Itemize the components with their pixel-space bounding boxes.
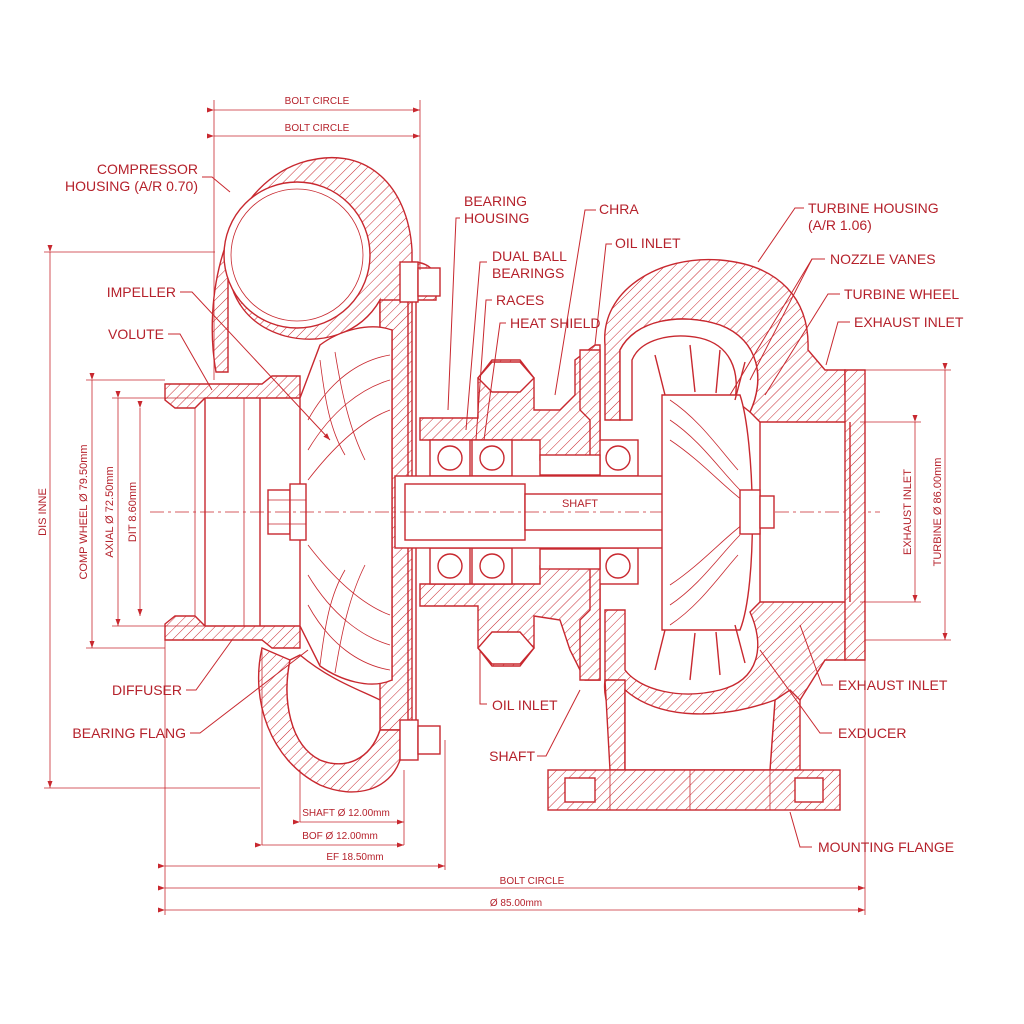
label-races: RACES — [496, 292, 544, 308]
leader-lines — [168, 176, 850, 848]
dim-exhaust-inlet-vertical: EXHAUST INLET — [902, 469, 914, 555]
dim-axial: AXIAL Ø 72.50mm — [104, 466, 116, 557]
dimension-lines — [44, 100, 951, 915]
label-heat-shield: HEAT SHIELD — [510, 315, 601, 331]
dim-overall: Ø 85.00mm — [490, 898, 542, 909]
label-mounting-flange: MOUNTING FLANGE — [818, 839, 954, 855]
label-bearing-housing-1: BEARING — [464, 193, 527, 209]
dim-comp-wheel: COMP WHEEL Ø 79.50mm — [78, 444, 90, 579]
label-bearing-housing-2: HOUSING — [464, 210, 529, 226]
turbine-wheel — [654, 344, 775, 681]
label-nozzle-vanes: NOZZLE VANES — [830, 251, 936, 267]
dim-bof: BOF Ø 12.00mm — [302, 831, 378, 842]
compressor-housing — [164, 157, 437, 793]
compressor-impeller — [267, 326, 393, 685]
label-volute: VOLUTE — [108, 326, 164, 342]
label-dual-ball-bearings-2: BEARINGS — [492, 265, 564, 281]
dim-dit: DIT 8.60mm — [127, 482, 139, 542]
dimension-labels: BOLT CIRCLE BOLT CIRCLE DIS INNE COMP WH… — [37, 96, 944, 909]
label-shaft-bottom: SHAFT — [489, 748, 535, 764]
dim-dis-inne: DIS INNE — [37, 488, 49, 536]
label-compressor-housing-1: COMPRESSOR — [97, 161, 198, 177]
label-shaft-center: SHAFT — [562, 498, 598, 510]
label-chra: CHRA — [599, 201, 639, 217]
label-dual-ball-bearings-1: DUAL BALL — [492, 248, 567, 264]
label-oil-inlet-top: OIL INLET — [615, 235, 681, 251]
label-diffuser: DIFFUSER — [112, 682, 182, 698]
label-exhaust-inlet-bottom: EXHAUST INLET — [838, 677, 948, 693]
label-exhaust-inlet-top: EXHAUST INLET — [854, 314, 964, 330]
compressor-flange-bolts — [399, 261, 441, 761]
shaft — [150, 454, 880, 570]
dim-bolt-circle-top1: BOLT CIRCLE — [285, 96, 350, 107]
label-compressor-housing-2: HOUSING (A/R 0.70) — [65, 178, 198, 194]
dim-bolt-circle-top2: BOLT CIRCLE — [285, 123, 350, 134]
bearing-housing — [419, 344, 639, 681]
label-bearing-flang: BEARING FLANG — [72, 725, 186, 741]
label-impeller: IMPELLER — [107, 284, 176, 300]
label-exducer: EXDUCER — [838, 725, 906, 741]
part-labels: COMPRESSOR HOUSING (A/R 0.70) IMPELLER V… — [65, 161, 964, 855]
turbine-housing — [547, 258, 866, 811]
dim-bolt-circle-bottom: BOLT CIRCLE — [500, 876, 565, 887]
dim-shaft: SHAFT Ø 12.00mm — [302, 808, 390, 819]
dim-ef: EF 18.50mm — [326, 852, 383, 863]
dim-turbine: TURBINE Ø 86.00mm — [932, 458, 944, 567]
label-turbine-housing-1: TURBINE HOUSING — [808, 200, 939, 216]
label-turbine-wheel: TURBINE WHEEL — [844, 286, 959, 302]
label-oil-inlet-bottom: OIL INLET — [492, 697, 558, 713]
label-turbine-housing-2: (A/R 1.06) — [808, 217, 872, 233]
